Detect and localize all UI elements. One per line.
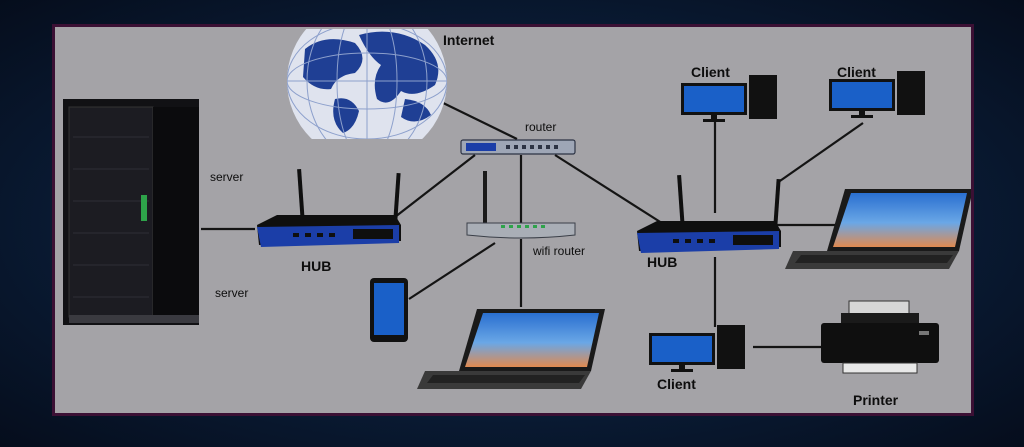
pc-tower-icon <box>897 71 925 115</box>
laptop-icon <box>417 309 605 389</box>
server-rack-icon <box>63 99 199 325</box>
line-router-hubleft <box>394 154 476 218</box>
printer-device <box>819 299 941 379</box>
line-globe-router <box>434 98 518 140</box>
hub-left <box>253 165 403 257</box>
hub-right <box>633 171 783 263</box>
laptop-center <box>415 307 607 391</box>
hub-left-label: HUB <box>301 258 332 274</box>
client-bottom <box>647 325 747 373</box>
globe-icon <box>287 29 447 139</box>
wireless-hub-icon <box>257 168 401 247</box>
client-top-left <box>679 75 779 123</box>
client-bottom-label: Client <box>657 376 696 392</box>
desktop-monitor-icon <box>829 71 925 118</box>
network-diagram-panel: Internet router <box>52 24 974 416</box>
client-top-right-label: Client <box>837 64 876 80</box>
laptop-right <box>783 187 971 271</box>
hub-right-label: HUB <box>647 254 678 270</box>
wifi-router-label: wifi router <box>533 244 586 258</box>
line-wifi-tablet <box>408 242 496 300</box>
server-rack <box>61 97 201 327</box>
desktop-monitor-icon <box>649 325 745 372</box>
desktop-monitor-icon <box>681 75 777 122</box>
wireless-hub-icon <box>637 174 781 253</box>
internet-globe <box>285 29 451 139</box>
connection-lines <box>201 98 864 349</box>
router-device <box>460 137 576 157</box>
pc-tower-icon <box>749 75 777 119</box>
laptop-icon <box>785 189 971 269</box>
printer-label: Printer <box>853 392 899 408</box>
line-router-hubright <box>554 154 666 226</box>
pc-tower-icon <box>717 325 745 369</box>
tablet-icon <box>370 278 408 342</box>
router-label: router <box>525 120 557 134</box>
line-client-tr-hub <box>776 122 864 184</box>
tablet-device <box>369 277 409 343</box>
internet-label: Internet <box>443 32 495 48</box>
client-top-right <box>827 71 927 119</box>
wifi-router <box>465 171 577 241</box>
printer-icon <box>821 300 939 374</box>
client-top-left-label: Client <box>691 64 730 80</box>
server-label-bottom: server <box>215 286 249 300</box>
server-label-top: server <box>210 170 244 184</box>
router-icon <box>466 171 576 239</box>
router-icon <box>460 139 576 155</box>
